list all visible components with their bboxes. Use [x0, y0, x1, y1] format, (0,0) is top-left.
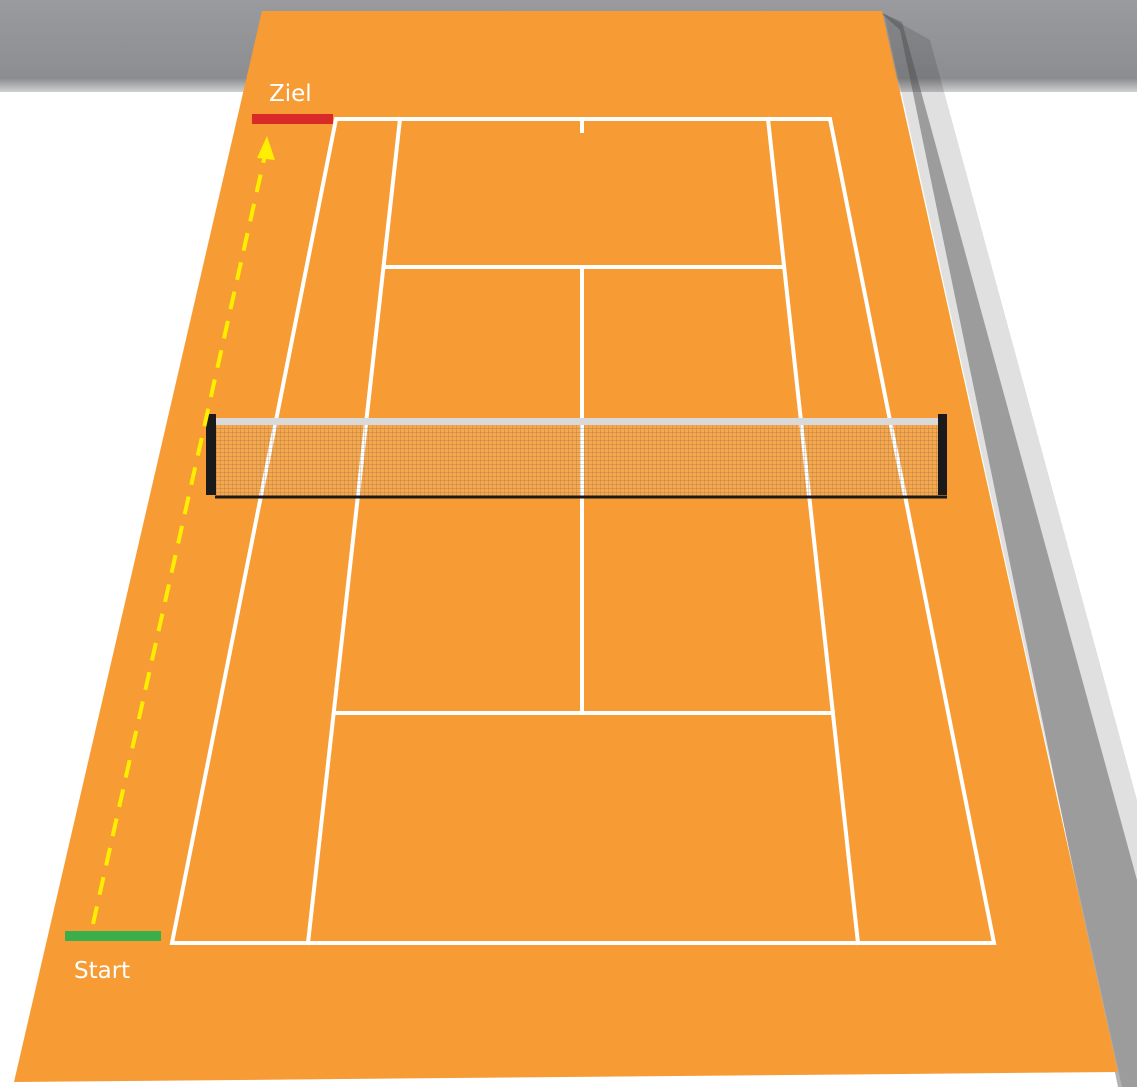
net-mesh	[215, 423, 942, 496]
target-label: Ziel	[269, 81, 312, 107]
net-post-right	[938, 414, 947, 495]
target-marker	[252, 114, 333, 124]
tennis-net-icon	[206, 414, 947, 497]
start-label: Start	[74, 958, 130, 984]
start-marker	[65, 931, 161, 941]
net-tape	[215, 418, 945, 425]
net-post-left	[206, 414, 216, 495]
